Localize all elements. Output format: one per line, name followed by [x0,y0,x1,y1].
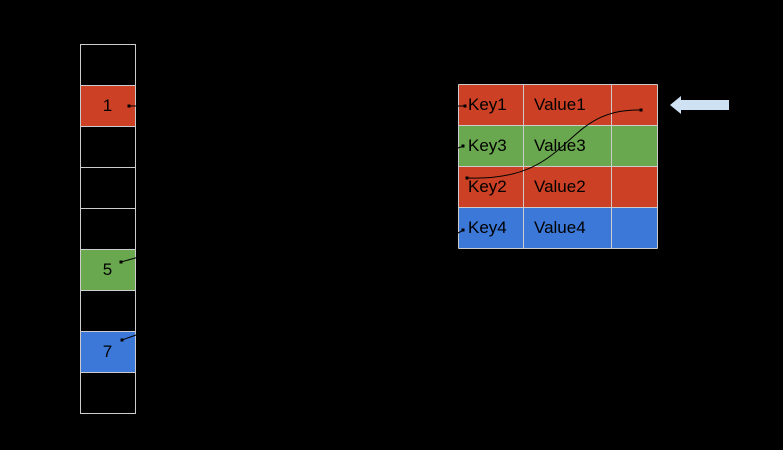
entry-value: Value2 [534,177,586,196]
value1-link-dot [639,108,643,112]
entry-key: Key2 [468,177,507,196]
entry-row [458,166,658,208]
key1-pointer-dot [463,104,467,108]
key2-link-dot [465,176,469,180]
bucket-slot-index: 1 [102,96,113,115]
bucket-slot-index: 5 [102,260,113,279]
bucket-1-pointer-dot [127,104,131,108]
bucket-slot [80,208,136,250]
pointer-links [119,104,643,342]
entry-key: Key4 [468,218,507,237]
entry-table [458,84,658,249]
entry-row [458,125,658,167]
entry-value: Value3 [534,136,586,155]
bucket-7-pointer-dot [120,338,124,342]
bucket-slot [80,372,136,414]
bucket-slot [80,126,136,168]
key4-pointer-dot [461,228,465,232]
entry-value: Value1 [534,95,586,114]
bucket-slot [80,290,136,332]
entry-key: Key1 [468,95,507,114]
entry-value: Value4 [534,218,586,237]
bucket-5-pointer-dot [119,260,123,264]
entry-key: Key3 [468,136,507,155]
bucket-7-pointer [121,334,137,341]
value1-to-key2-link [466,109,642,179]
bucket-slot [80,167,136,209]
bucket-slot [80,44,136,86]
entry-row [458,84,658,126]
left-arrow-icon [670,96,729,114]
entry-row [458,207,658,249]
bucket-5-pointer [120,254,147,263]
bucket-slot-index: 7 [102,342,113,361]
key3-pointer-dot [461,144,465,148]
